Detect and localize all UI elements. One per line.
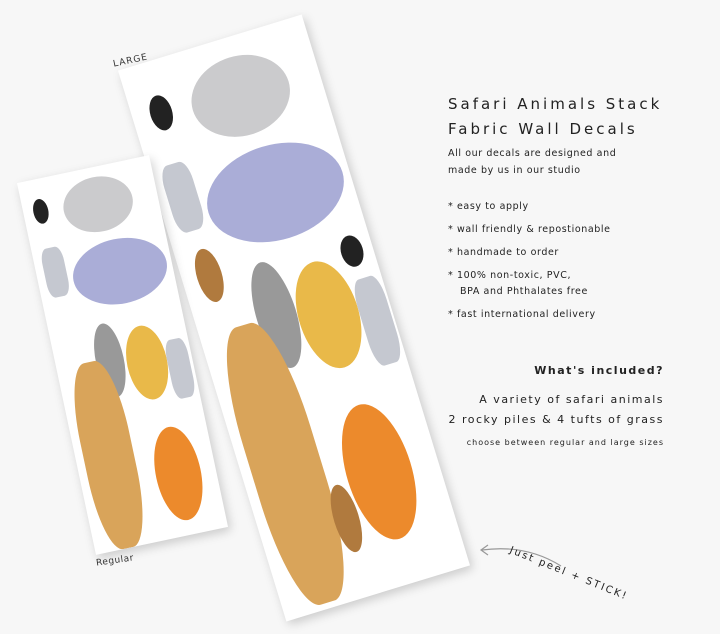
product-title: Safari Animals Stack Fabric Wall Decals [448,92,662,142]
feature-text-cont: BPA and Phthalates free [460,286,588,297]
feature-item: * handmade to order [448,247,559,258]
rock-pile-illustration [39,245,72,299]
feature-item: * fast international delivery [448,309,596,320]
feature-item: * easy to apply [448,201,529,212]
toucan-illustration [145,92,178,134]
peel-stick-callout: Just peel + STICK! [507,545,630,603]
rock-pile-illustration-2 [163,336,198,400]
hippo-illustration [194,126,357,259]
elephant-illustration [181,42,301,149]
regular-size-label: Regular [95,553,135,569]
feature-item: * 100% non-toxic, PVC, BPA and Phthalates… [448,268,611,300]
toucan-illustration [30,197,51,226]
intro-line-2: made by us in our studio [448,165,581,176]
lion-illustration [119,321,175,404]
feature-text: * 100% non-toxic, PVC, [448,270,572,281]
title-line-2: Fabric Wall Decals [448,120,638,138]
included-heading: What's included? [534,364,664,377]
included-line-1: A variety of safari animals [479,393,664,406]
intro-text: All our decals are designed and made by … [448,145,616,179]
hippo-illustration [66,229,174,313]
elephant-illustration [58,170,139,239]
monkey-illustration [189,245,230,306]
included-line-2: 2 rocky piles & 4 tufts of grass [448,413,664,426]
toucan-illustration-2 [336,232,368,270]
feature-item: * wall friendly & repostionable [448,224,611,235]
curved-arrow-icon [479,544,562,567]
included-line-3: choose between regular and large sizes [466,438,664,447]
intro-line-1: All our decals are designed and [448,148,617,159]
rock-pile-illustration [158,159,208,236]
tiger-illustration [146,422,211,525]
title-line-1: Safari Animals Stack [448,95,663,113]
feature-list: * easy to apply * wall friendly & repost… [448,199,611,330]
